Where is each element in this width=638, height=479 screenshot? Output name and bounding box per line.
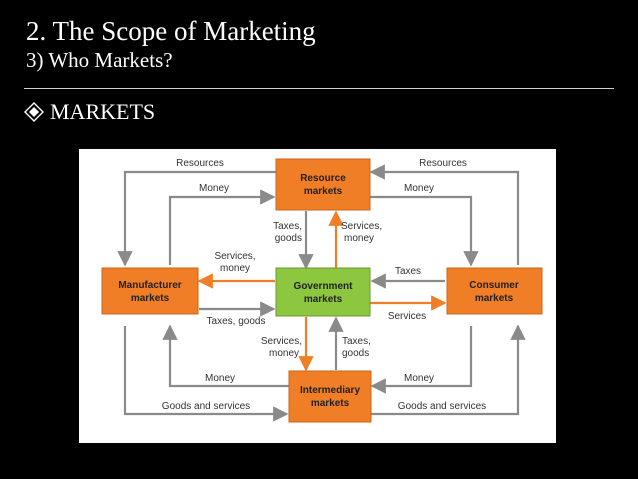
intermediary-markets-box: Intermediary markets xyxy=(288,370,372,423)
label-goods-services-left: Goods and services xyxy=(162,401,250,412)
flow-goods-services-left xyxy=(123,326,289,422)
label-money-bottom-right: Money xyxy=(404,373,434,384)
resource-markets-label-1: Resource xyxy=(300,173,346,184)
label-services-money-top-1: Services, xyxy=(341,221,382,232)
consumer-markets-label-2: markets xyxy=(475,293,514,304)
label-taxes-right: Taxes xyxy=(395,266,421,277)
diamond-bullet-icon xyxy=(24,102,44,122)
resource-markets-box: Resource markets xyxy=(275,158,371,211)
label-money-top-right: Money xyxy=(404,183,434,194)
flow-money-top-right xyxy=(370,195,479,267)
label-taxes-goods-bottom-2: goods xyxy=(342,348,369,359)
label-resources-right: Resources xyxy=(419,158,467,169)
bullet-text: MARKETS xyxy=(50,99,156,124)
label-taxes-goods-top-2: goods xyxy=(275,233,302,244)
title-divider xyxy=(24,88,614,89)
label-services-money-left-2: money xyxy=(220,263,250,274)
intermediary-markets-label-1: Intermediary xyxy=(300,385,360,396)
label-services-money-top-2: money xyxy=(344,233,374,244)
slide-subtitle: 3) Who Markets? xyxy=(26,48,173,72)
bullet-item: MARKETS xyxy=(24,99,155,125)
flow-money-top-left xyxy=(168,189,276,265)
label-services-money-bottom-2: money xyxy=(269,348,299,359)
label-money-bottom-left: Money xyxy=(205,373,235,384)
consumer-markets-box: Consumer markets xyxy=(446,267,543,315)
flow-money-bottom-right xyxy=(370,326,473,394)
label-services-right: Services xyxy=(388,311,426,322)
flow-resources-right xyxy=(369,164,520,265)
flow-goods-services-right xyxy=(371,324,526,416)
markets-diagram: Resource markets Manufacturer markets Go… xyxy=(79,149,556,443)
label-taxes-goods-bottom-1: Taxes, xyxy=(342,336,371,347)
label-services-money-bottom-1: Services, xyxy=(261,336,302,347)
government-markets-label-1: Government xyxy=(294,281,354,292)
manufacturer-markets-box: Manufacturer markets xyxy=(101,267,199,315)
label-resources-left: Resources xyxy=(176,158,224,169)
resource-markets-label-2: markets xyxy=(304,186,343,197)
intermediary-markets-label-2: markets xyxy=(311,398,350,409)
label-money-top-left: Money xyxy=(199,183,229,194)
consumer-markets-label-1: Consumer xyxy=(469,280,519,291)
government-markets-label-2: markets xyxy=(304,294,343,305)
markets-flow-svg: Resource markets Manufacturer markets Go… xyxy=(101,158,543,423)
manufacturer-markets-label-1: Manufacturer xyxy=(118,280,181,291)
label-taxes-goods-top-1: Taxes, xyxy=(273,221,302,232)
government-markets-box: Government markets xyxy=(275,267,371,317)
label-goods-services-right: Goods and services xyxy=(398,401,486,412)
label-services-money-left-1: Services, xyxy=(214,251,255,262)
label-taxes-goods-left: Taxes, goods xyxy=(207,316,266,327)
flow-money-bottom-left xyxy=(162,324,289,388)
manufacturer-markets-label-2: markets xyxy=(131,293,170,304)
flow-resources-left xyxy=(117,170,276,267)
slide-title: 2. The Scope of Marketing xyxy=(26,16,316,46)
